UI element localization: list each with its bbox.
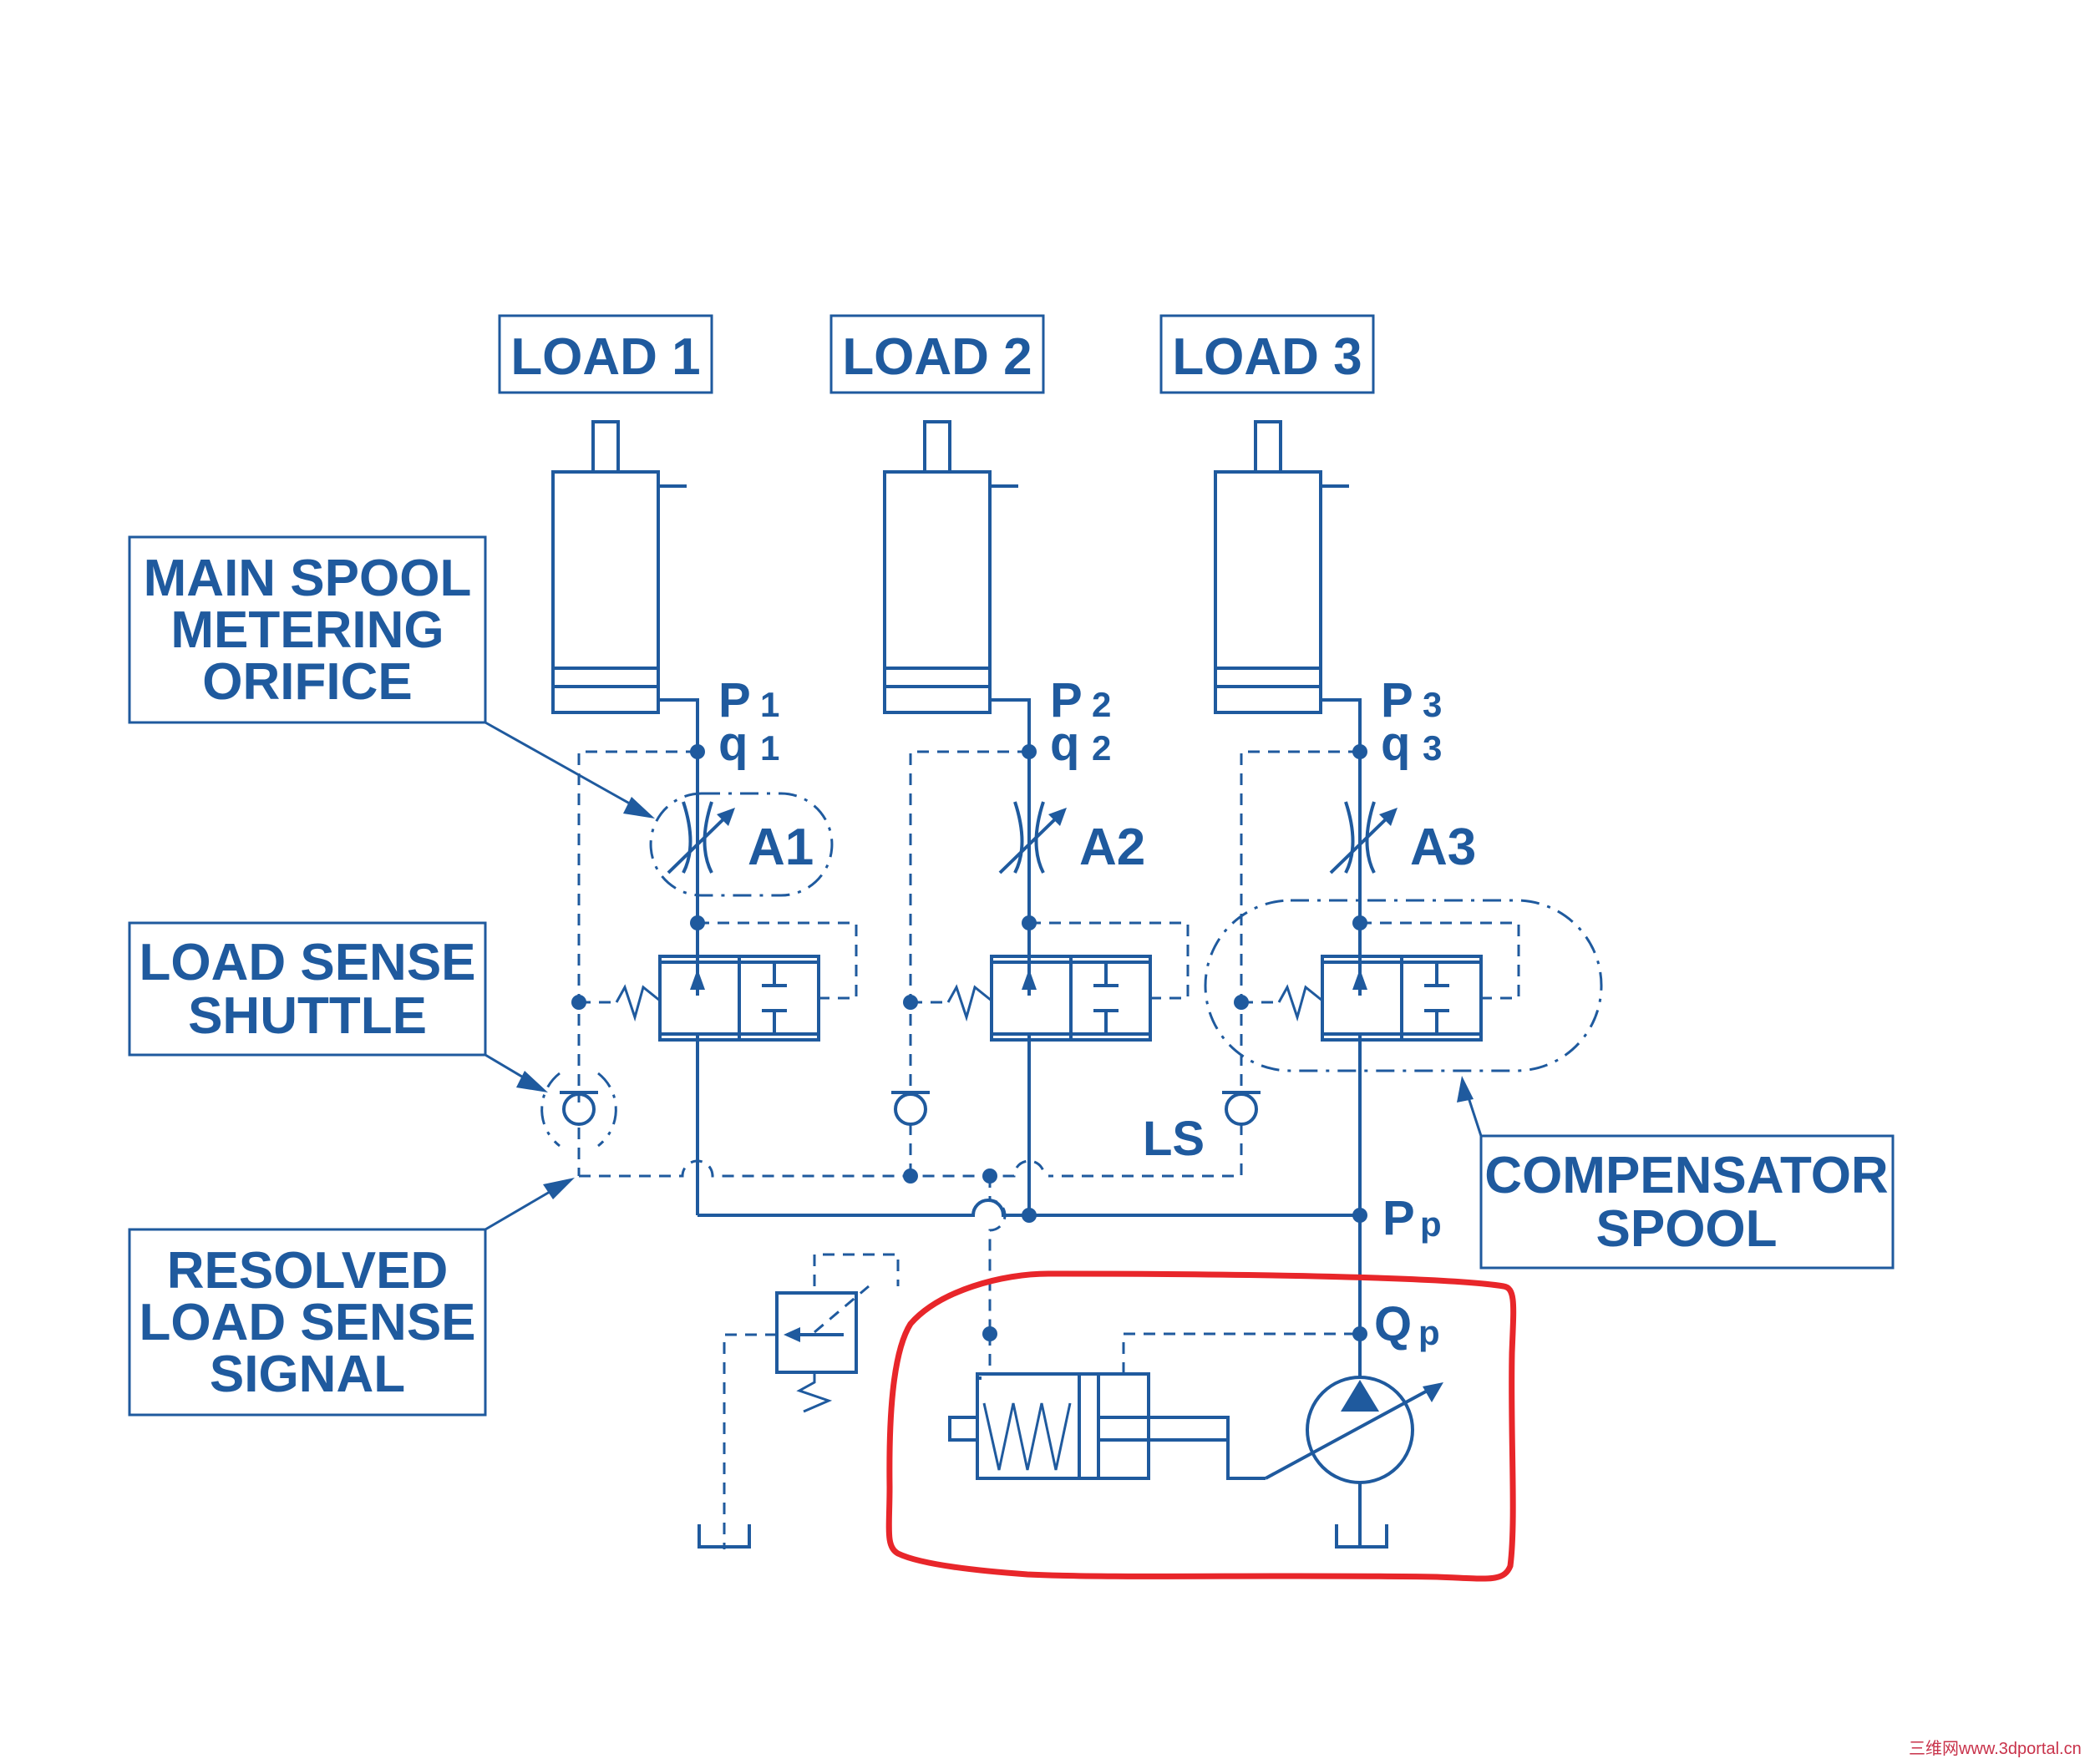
p1-subscript: 1 (760, 685, 779, 724)
callout-resolved-signal: RESOLVED LOAD SENSE SIGNAL (128, 1178, 575, 1417)
watermark-text: 三维网www.3dportal.cn (1909, 1739, 2082, 1758)
compensator-valve-2 (946, 955, 1152, 1042)
callout-load-sense-shuttle: LOAD SENSE SHUTTLE (128, 921, 548, 1092)
shuttle-valve-3 (1222, 1091, 1261, 1126)
highlight-annotation (885, 1270, 1517, 1582)
q1-subscript: 1 (760, 728, 779, 768)
load-3-label-box: LOAD 3 (1159, 314, 1375, 394)
svg-text:LOAD SENSE: LOAD SENSE (139, 1294, 475, 1351)
load-3-label: LOAD 3 (1172, 328, 1362, 386)
svg-text:RESOLVED: RESOLVED (167, 1242, 448, 1300)
pump-control-cylinder (948, 1372, 1266, 1480)
variable-displacement-pump (1265, 1376, 1443, 1484)
q1-label: q (718, 717, 748, 771)
pump-flow-subscript: p (1418, 1313, 1440, 1352)
q3-label: q (1381, 717, 1410, 771)
tank-symbol-right (1335, 1483, 1388, 1549)
metering-orifice-a3: A3 (1329, 801, 1476, 876)
svg-text:SPOOL: SPOOL (1595, 1200, 1777, 1258)
compensator-valve-1 (615, 955, 820, 1042)
svg-text:ORIFICE: ORIFICE (202, 653, 412, 711)
orifice-a3-label: A3 (1410, 819, 1476, 876)
load-2-label-box: LOAD 2 (829, 314, 1045, 394)
svg-text:COMPENSATOR: COMPENSATOR (1484, 1147, 1888, 1204)
shuttle-valve-1 (540, 1072, 617, 1148)
compensator-highlight-outline (1204, 899, 1603, 1072)
branch-2-pressure-flow-labels: P 2 q 2 (1050, 673, 1111, 771)
svg-text:SIGNAL: SIGNAL (210, 1346, 405, 1403)
pump-pressure-subscript: p (1420, 1204, 1442, 1244)
compensator-valve-3 (1277, 955, 1483, 1042)
load-sense-label: LS (1143, 1112, 1205, 1166)
pressure-supply-lines (658, 698, 1362, 1378)
svg-text:MAIN SPOOL: MAIN SPOOL (144, 550, 472, 607)
metering-orifice-a2: A2 (998, 801, 1145, 876)
actuator-cylinder-3 (1214, 420, 1349, 714)
branch-3-pressure-flow-labels: P 3 q 3 (1381, 673, 1442, 771)
main-spool-highlight-outline (649, 792, 834, 897)
tank-symbol-left (698, 1524, 751, 1549)
shuttle-valve-2 (891, 1091, 930, 1126)
p2-subscript: 2 (1092, 685, 1111, 724)
load-1-label-box: LOAD 1 (498, 314, 713, 394)
actuator-cylinder-2 (883, 420, 1018, 714)
load-sense-pilot-lines (577, 750, 1520, 1549)
q2-subscript: 2 (1092, 728, 1111, 768)
orifice-a2-label: A2 (1079, 819, 1145, 876)
p3-label: P (1381, 673, 1413, 727)
orifice-a1-label: A1 (748, 819, 814, 876)
svg-text:LOAD SENSE: LOAD SENSE (139, 934, 475, 991)
callout-compensator-spool: COMPENSATOR SPOOL (1457, 1076, 1895, 1270)
relief-valve (775, 1291, 858, 1413)
q2-label: q (1050, 717, 1079, 771)
metering-orifice-a1: A1 (667, 801, 814, 876)
p3-subscript: 3 (1423, 685, 1442, 724)
load-2-label: LOAD 2 (842, 328, 1032, 386)
p2-label: P (1050, 673, 1083, 727)
actuator-cylinder-1 (551, 420, 687, 714)
pump-flow-label: Q (1374, 1297, 1412, 1351)
p1-label: P (718, 673, 751, 727)
branch-1-pressure-flow-labels: P 1 q 1 (718, 673, 779, 771)
svg-text:SHUTTLE: SHUTTLE (188, 987, 427, 1045)
q3-subscript: 3 (1423, 728, 1442, 768)
svg-text:METERING: METERING (170, 601, 444, 659)
callout-main-spool: MAIN SPOOL METERING ORIFICE (128, 535, 655, 819)
pump-pressure-label: P (1382, 1191, 1415, 1245)
load-1-label: LOAD 1 (510, 328, 700, 386)
